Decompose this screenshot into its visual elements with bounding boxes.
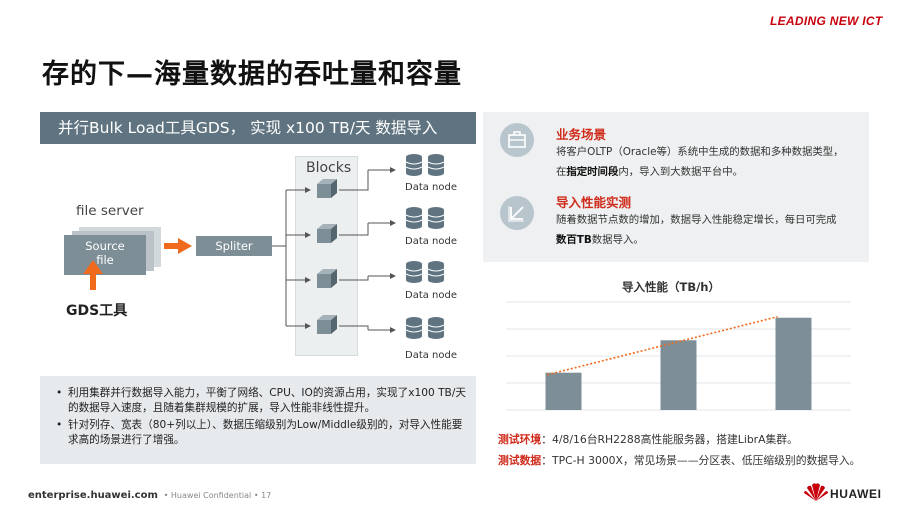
footer-separator: • [251, 491, 262, 500]
block-cube-icon [317, 224, 337, 243]
notes-panel: 利用集群并行数据导入能力，平衡了网络、CPU、IO的资源占用，实现了x100 T… [40, 376, 476, 464]
file-server-label: file server [76, 203, 144, 219]
chart-bar [660, 340, 697, 410]
source-file-line2: file [96, 253, 114, 267]
info-card: 业务场景 将客户OLTP（Oracle等）系统中生成的数据和多种数据类型， 在指… [483, 112, 869, 262]
footer-separator: • [161, 491, 171, 500]
splitter-box: Spliter [196, 236, 272, 256]
data-node-label: Data node [405, 182, 458, 193]
footer-site: enterprise.huawei.com [28, 490, 158, 501]
data-node-database-icon [405, 207, 445, 229]
orange-arrow-up-icon [83, 260, 103, 290]
block-cube-icon [317, 269, 337, 288]
data-node-label: Data node [405, 350, 458, 361]
orange-arrow-right-icon [164, 238, 192, 254]
arrow-down-left-icon [500, 196, 534, 230]
huawei-logo-text: HUAWEI [830, 487, 882, 501]
briefcase-icon [500, 123, 534, 157]
gds-architecture-diagram: Blocks file server Source file Spliter G… [40, 150, 476, 372]
source-file: Source file [64, 235, 146, 275]
performance-heading: 导入性能实测 [556, 195, 632, 210]
data-node-label: Data node [405, 290, 458, 301]
footer-confidential: Huawei Confidential [170, 491, 252, 500]
page-title: 存的下—海量数据的吞吐量和容量 [42, 59, 462, 90]
scenario-line2: 在指定时间段内，导入到大数据平台中。 [556, 166, 744, 178]
note-item: 利用集群并行数据导入能力，平衡了网络、CPU、IO的资源占用，实现了x100 T… [56, 386, 466, 416]
gds-banner: 并行Bulk Load工具GDS， 实现 x100 TB/天 数据导入 [40, 112, 476, 144]
chart-trend-line [547, 315, 778, 376]
test-environment: 测试环境：4/8/16台RH2288高性能服务器，搭建LibrA集群。 [498, 433, 798, 446]
test-data: 测试数据：TPC-H 3000X，常见场景——分区表、低压缩级别的数据导入。 [498, 454, 861, 467]
scenario-line1: 将客户OLTP（Oracle等）系统中生成的数据和多种数据类型， [556, 146, 844, 158]
data-node-label: Data node [405, 236, 458, 247]
chart-title: 导入性能（TB/h） [622, 280, 720, 294]
gds-tool-label: GDS工具 [66, 303, 128, 319]
chart-bar [545, 372, 582, 410]
footer: enterprise.huawei.com • Huawei Confident… [28, 490, 271, 501]
brand-tagline: LEADING NEW ICT [770, 14, 883, 28]
performance-line2: 数百TB数据导入。 [556, 234, 644, 246]
blocks-label: Blocks [306, 160, 352, 176]
diagram-connectors [83, 154, 445, 339]
performance-line1: 随着数据节点数的增加，数据导入性能稳定增长，每日可完成 [556, 214, 837, 226]
huawei-logo-icon [804, 483, 828, 501]
block-to-node-connectors [339, 167, 396, 333]
chart-bar [775, 317, 812, 410]
import-performance-chart [506, 301, 851, 411]
note-item: 针对列存、宽表（80+列以上）、数据压缩级别为Low/Middle级别的，对导入… [56, 418, 466, 448]
data-node-database-icon [405, 261, 445, 283]
page-number: 17 [261, 491, 272, 500]
block-cube-icon [317, 179, 337, 198]
scenario-heading: 业务场景 [556, 127, 607, 142]
block-cube-icon [317, 315, 337, 334]
source-file-line1: Source [85, 239, 125, 253]
data-node-database-icon [405, 154, 445, 176]
data-node-database-icon [405, 317, 445, 339]
